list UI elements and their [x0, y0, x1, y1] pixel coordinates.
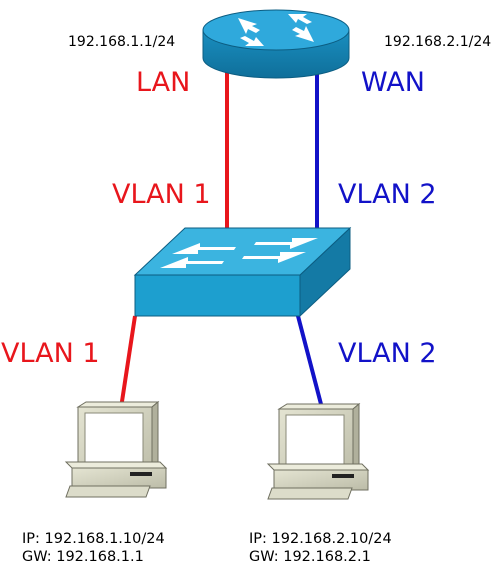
uplink-vlan1-label: VLAN 1 [112, 179, 211, 210]
downlink-vlan1-label: VLAN 1 [1, 338, 100, 369]
router-icon [202, 9, 350, 79]
switch-pc1-link-vlan1 [119, 315, 137, 409]
router-lan-ip: 192.168.1.1/24 [68, 34, 175, 50]
host1-gw: GW: 192.168.1.1 [22, 549, 144, 565]
router-wan-label: WAN [361, 67, 425, 98]
uplink-vlan2-label: VLAN 2 [338, 179, 437, 210]
host2-ip: IP: 192.168.2.10/24 [249, 531, 392, 547]
switch-pc2-link-vlan2 [296, 315, 324, 409]
router-wan-ip: 192.168.2.1/24 [384, 34, 491, 50]
switch-icon [133, 226, 352, 318]
pc-icon-2 [266, 402, 370, 500]
host1-ip: IP: 192.168.1.10/24 [22, 531, 165, 547]
host2-gw: GW: 192.168.2.1 [249, 549, 371, 565]
downlink-vlan2-label: VLAN 2 [338, 338, 437, 369]
pc-icon-1 [64, 400, 168, 498]
router-lan-label: LAN [136, 67, 190, 98]
